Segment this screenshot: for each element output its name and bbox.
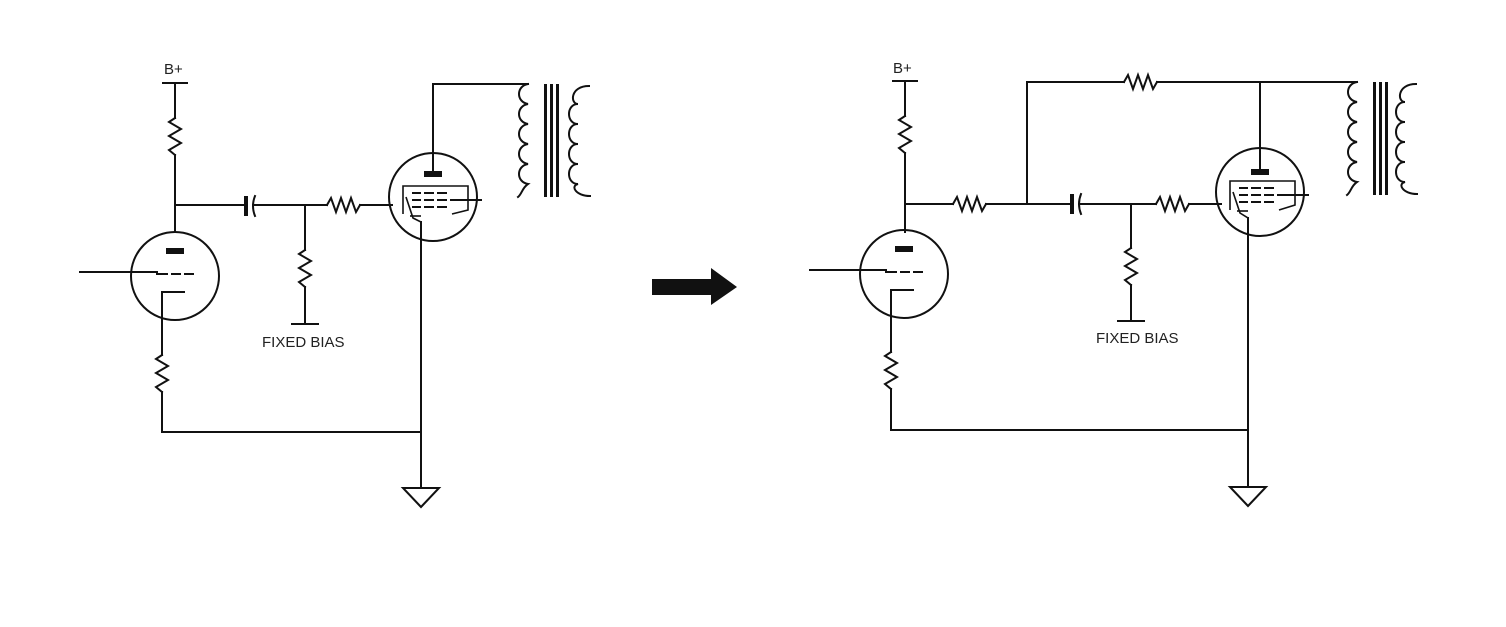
feedback-resistor-after [1122, 72, 1159, 92]
series-resistor-after [951, 194, 988, 214]
supply-label-before: B+ [164, 61, 183, 78]
grid-leak-resistor-after [1123, 246, 1139, 287]
schematic-after: B+ FIXED BIAS [809, 60, 1419, 508]
cathode-resistor-before [154, 353, 170, 394]
bias-label-after: FIXED BIAS [1096, 330, 1179, 347]
schematic-before: B+ FIXED BIAS [79, 61, 592, 509]
supply-label-after: B+ [893, 60, 912, 77]
pentode-tube-icon [388, 152, 482, 242]
cathode-resistor-after [883, 350, 899, 391]
plate-resistor-before [167, 116, 183, 157]
grid-leak-resistor-before [297, 248, 313, 289]
grid-stopper-resistor-after [1154, 194, 1191, 214]
ground-icon [1227, 486, 1269, 508]
grid-stopper-resistor-before [325, 195, 362, 215]
pentode-tube-icon [1215, 147, 1309, 237]
output-transformer-icon [516, 82, 592, 199]
right-arrow-icon [652, 268, 737, 305]
bias-label-before: FIXED BIAS [262, 334, 345, 351]
ground-icon [400, 487, 442, 509]
output-transformer-icon [1345, 80, 1419, 197]
plate-resistor-after [897, 114, 913, 155]
triode-tube-icon [809, 229, 949, 319]
triode-tube-icon [79, 231, 220, 321]
